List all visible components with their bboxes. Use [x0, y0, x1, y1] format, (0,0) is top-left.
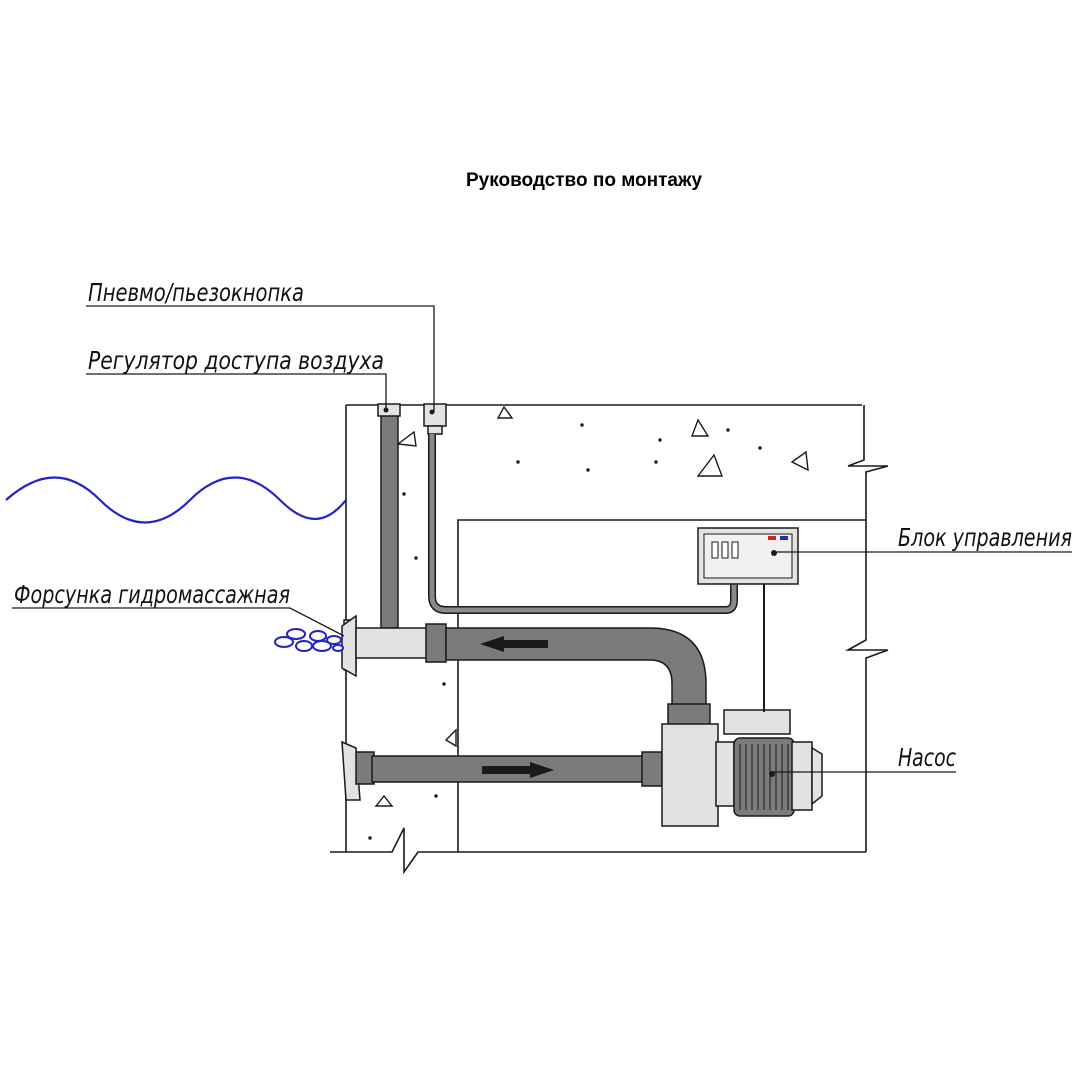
pneumo-button [423, 403, 738, 614]
callout-leaders [12, 305, 1072, 773]
concrete-texture [368, 405, 809, 840]
pressure-pipe [445, 627, 711, 727]
label-nozzle: Форсунка гидромассажная [14, 580, 290, 609]
page-title: Руководство по монтажу [465, 170, 703, 191]
label-air-regulator: Регулятор доступа воздуха [88, 346, 384, 375]
label-control-unit: Блок управления [898, 523, 1072, 552]
air-pipe [377, 403, 401, 629]
suction-pipe [341, 740, 663, 801]
nozzle-assembly [341, 614, 447, 678]
control-unit [697, 527, 799, 712]
label-pneumo-button: Пневмо/пьезокнопка [88, 278, 304, 307]
water-wave [5, 476, 347, 524]
pump [661, 709, 823, 827]
label-pump: Насос [898, 743, 956, 772]
air-bubbles [274, 628, 344, 652]
